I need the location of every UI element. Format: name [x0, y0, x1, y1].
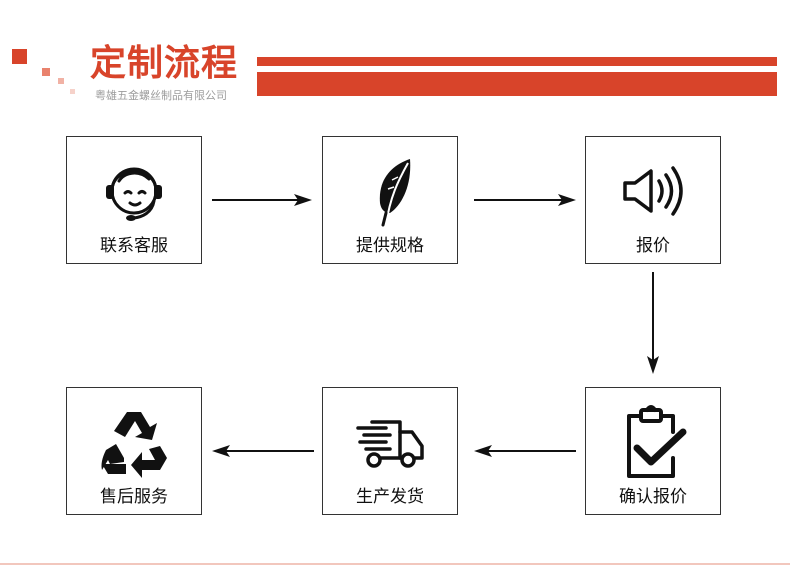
arrow-down-icon: [647, 272, 659, 374]
arrow-left-icon: [474, 445, 576, 457]
step-label: 联系客服: [100, 236, 168, 256]
step-confirm-quote: 确认报价: [585, 387, 721, 515]
step-label: 生产发货: [356, 487, 424, 507]
arrow-right-icon: [474, 194, 576, 206]
step-label: 售后服务: [100, 487, 168, 507]
feather-icon: [323, 147, 457, 235]
speaker-icon: [586, 147, 720, 235]
header-square-tiny: [70, 89, 75, 94]
step-label: 提供规格: [356, 236, 424, 256]
recycle-icon: [67, 398, 201, 486]
company-name: 粤雄五金螺丝制品有限公司: [95, 89, 227, 102]
clipboard-check-icon: [586, 398, 720, 486]
step-quote: 报价: [585, 136, 721, 264]
page-title: 定制流程: [90, 43, 239, 84]
footer-divider: [0, 563, 790, 565]
step-production-shipping: 生产发货: [322, 387, 458, 515]
delivery-truck-icon: [323, 398, 457, 486]
customer-service-headset-icon: [67, 147, 201, 235]
step-after-sales: 售后服务: [66, 387, 202, 515]
arrow-right-icon: [212, 194, 312, 206]
step-provide-specs: 提供规格: [322, 136, 458, 264]
step-label: 确认报价: [619, 487, 687, 507]
header-square-small: [58, 78, 64, 84]
header-square-medium: [42, 68, 50, 76]
header-bar-thick: [257, 72, 777, 96]
header-bar-thin: [257, 57, 777, 66]
step-label: 报价: [636, 236, 670, 256]
step-contact-service: 联系客服: [66, 136, 202, 264]
arrow-left-icon: [212, 445, 314, 457]
header-square-large: [12, 49, 27, 64]
